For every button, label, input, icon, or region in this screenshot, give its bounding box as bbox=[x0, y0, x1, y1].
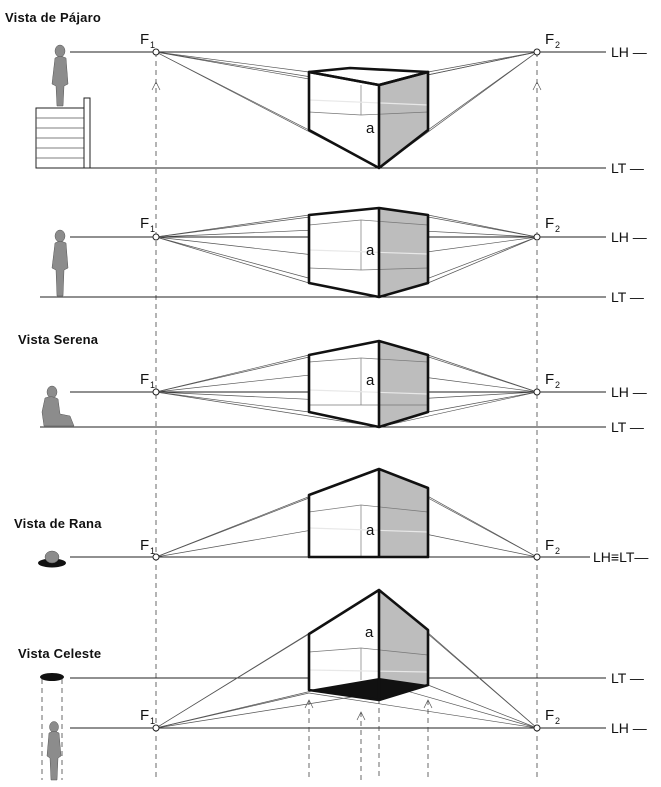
label-lt: LT — bbox=[611, 289, 644, 305]
label-lh: LH — bbox=[611, 44, 647, 60]
svg-text:F: F bbox=[545, 537, 554, 554]
svg-text:F: F bbox=[140, 537, 149, 554]
svg-text:F: F bbox=[140, 707, 149, 724]
section-standing-view: a F 1 F 2 LH — LT — bbox=[40, 206, 647, 305]
block-stack-icon bbox=[35, 97, 91, 169]
svg-text:F: F bbox=[140, 215, 149, 232]
label-lh-lt: LH≡LT— bbox=[593, 549, 648, 565]
section-serene-view: a F 1 F 2 LH — LT — bbox=[40, 339, 647, 435]
svg-text:F: F bbox=[545, 371, 554, 388]
projection-arrows bbox=[304, 689, 433, 780]
title-heaven-view: Vista Celeste bbox=[18, 646, 101, 661]
face-label-a: a bbox=[366, 120, 375, 137]
svg-text:F: F bbox=[545, 215, 554, 232]
vanishing-point-f1: F 1 bbox=[140, 371, 160, 396]
svg-text:F: F bbox=[545, 707, 554, 724]
face-label-a: a bbox=[366, 522, 375, 539]
cube bbox=[307, 339, 430, 429]
svg-text:2: 2 bbox=[555, 224, 560, 234]
svg-text:1: 1 bbox=[150, 546, 155, 556]
svg-text:F: F bbox=[140, 31, 149, 48]
svg-text:1: 1 bbox=[150, 716, 155, 726]
label-lh: LH — bbox=[611, 720, 647, 736]
section-frog-view: a F 1 F 2 LH≡LT— bbox=[38, 467, 648, 568]
vanishing-point-f2: F 2 bbox=[533, 215, 560, 241]
title-bird-view: Vista de Pájaro bbox=[5, 10, 101, 25]
face-label-a: a bbox=[365, 624, 374, 641]
svg-text:2: 2 bbox=[555, 546, 560, 556]
hole-head-icon bbox=[38, 550, 66, 568]
cube bbox=[307, 66, 430, 170]
label-lt: LT — bbox=[611, 160, 644, 176]
face-label-a: a bbox=[366, 242, 375, 259]
standing-person-icon bbox=[51, 44, 69, 107]
svg-text:2: 2 bbox=[555, 40, 560, 50]
section-bird-view: a F 1 F 2 LH — LT — bbox=[35, 31, 647, 176]
label-lt: LT — bbox=[611, 670, 644, 686]
vertical-guides bbox=[151, 52, 542, 780]
svg-text:2: 2 bbox=[555, 716, 560, 726]
standing-person-icon bbox=[51, 229, 69, 297]
svg-text:F: F bbox=[140, 371, 149, 388]
label-lh: LH — bbox=[611, 229, 647, 245]
vanishing-point-f1: F 1 bbox=[140, 215, 160, 241]
svg-text:F: F bbox=[545, 31, 554, 48]
vanishing-point-f2: F 2 bbox=[533, 371, 560, 396]
sitting-person-icon bbox=[41, 385, 75, 427]
svg-text:1: 1 bbox=[150, 380, 155, 390]
vanishing-point-f1: F 1 bbox=[140, 707, 160, 732]
cube bbox=[307, 467, 430, 559]
vanishing-point-f2: F 2 bbox=[533, 31, 560, 56]
svg-text:1: 1 bbox=[150, 224, 155, 234]
cube bbox=[307, 588, 430, 702]
label-lt: LT — bbox=[611, 419, 644, 435]
title-frog-view: Vista de Rana bbox=[14, 516, 102, 531]
vanishing-point-f1: F 1 bbox=[140, 537, 160, 561]
vanishing-point-f1: F 1 bbox=[140, 31, 160, 56]
title-serene-view: Vista Serena bbox=[18, 332, 99, 347]
section-heaven-view: a F 1 F 2 LT — LH — bbox=[40, 588, 647, 781]
face-label-a: a bbox=[366, 372, 375, 389]
vanishing-point-f2: F 2 bbox=[533, 707, 560, 732]
svg-text:1: 1 bbox=[150, 40, 155, 50]
cube bbox=[307, 206, 430, 299]
label-lh: LH — bbox=[611, 384, 647, 400]
floating-person-icon bbox=[40, 673, 64, 781]
vanishing-point-f2: F 2 bbox=[533, 537, 560, 561]
svg-text:2: 2 bbox=[555, 380, 560, 390]
